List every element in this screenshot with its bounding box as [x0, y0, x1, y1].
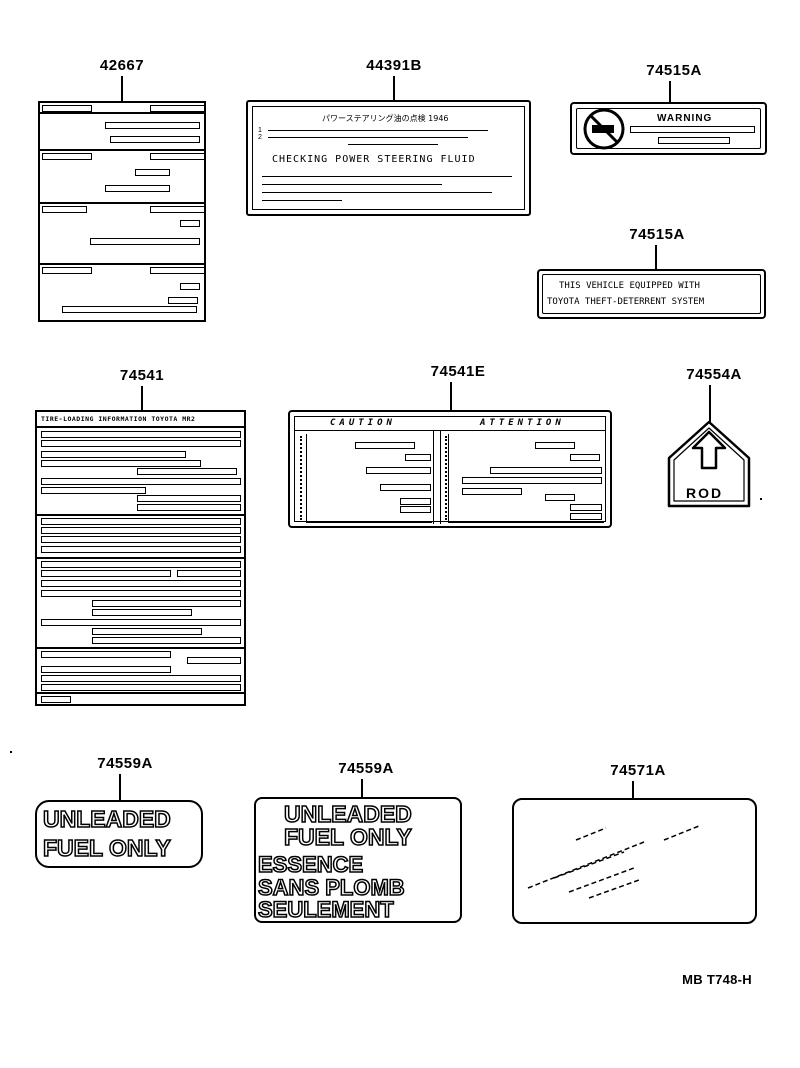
leader-line — [361, 779, 363, 798]
tire-header-text: TIRE-LOADING INFORMATION TOYOTA MR2 — [41, 415, 196, 423]
unleaded-small-line-2: FUEL ONLY — [42, 834, 171, 862]
label-74559A-large: UNLEADED FUEL ONLY ESSENCE SANS PLOMB SE… — [254, 797, 462, 923]
label-74541E: CAUTION ATTENTION — [288, 410, 612, 528]
part-number-42667: 42667 — [99, 57, 145, 74]
part-number-74515A-warning: 74515A — [646, 62, 702, 79]
stray-dot — [10, 751, 12, 753]
part-number-74554A: 74554A — [686, 366, 742, 383]
leader-line — [655, 245, 657, 270]
up-arrow-icon — [691, 430, 727, 470]
power-steering-en-text: CHECKING POWER STEERING FLUID — [272, 154, 476, 165]
diagram-code: MB T748-H — [682, 972, 752, 987]
label-44391B: パワーステアリング油の点検 1946 1 2 CHECKING POWER ST… — [246, 100, 531, 216]
leader-line — [121, 76, 123, 102]
part-number-74571A: 74571A — [610, 762, 666, 779]
glass-reflection-lines — [527, 825, 700, 899]
part-number-74559A-large: 74559A — [338, 760, 394, 777]
french-line-2: SANS PLOMB — [257, 874, 405, 901]
rod-text: ROD — [686, 485, 724, 501]
warning-text: WARNING — [657, 113, 713, 124]
leader-line — [393, 76, 395, 100]
label-74541: TIRE-LOADING INFORMATION TOYOTA MR2 — [35, 410, 246, 706]
leader-line — [709, 385, 711, 423]
caution-text: CAUTION — [330, 418, 396, 428]
no-smoking-icon — [583, 108, 625, 150]
part-number-74541: 74541 — [119, 367, 165, 384]
unleaded-big-line-1: UNLEADED — [283, 800, 412, 828]
part-number-74515A-theft: 74515A — [629, 226, 685, 243]
theft-line-1: THIS VEHICLE EQUIPPED WITH — [559, 281, 700, 291]
french-line-3: SEULEMENT — [257, 896, 394, 923]
french-line-1: ESSENCE — [257, 851, 364, 878]
leader-line — [450, 382, 452, 411]
unleaded-small-line-1: UNLEADED — [42, 805, 171, 833]
leader-line — [632, 781, 634, 799]
theft-line-2: TOYOTA THEFT-DETERRENT SYSTEM — [547, 297, 705, 307]
power-steering-jp-text: パワーステアリング油の点検 1946 — [322, 114, 449, 123]
leader-line — [141, 386, 143, 411]
label-74571A — [512, 798, 757, 924]
label-42667 — [38, 101, 206, 322]
label-74515A-warning: WARNING — [570, 102, 767, 155]
stray-dot — [760, 498, 762, 500]
attention-text: ATTENTION — [480, 418, 565, 428]
leader-line — [669, 81, 671, 103]
label-74559A-small: UNLEADED FUEL ONLY — [35, 800, 203, 868]
part-number-74559A-small: 74559A — [97, 755, 153, 772]
unleaded-big-line-2: FUEL ONLY — [283, 823, 412, 851]
label-74515A-theft: THIS VEHICLE EQUIPPED WITH TOYOTA THEFT-… — [537, 269, 766, 319]
part-number-44391B: 44391B — [366, 57, 422, 74]
leader-line — [119, 774, 121, 801]
part-number-74541E: 74541E — [430, 363, 486, 380]
